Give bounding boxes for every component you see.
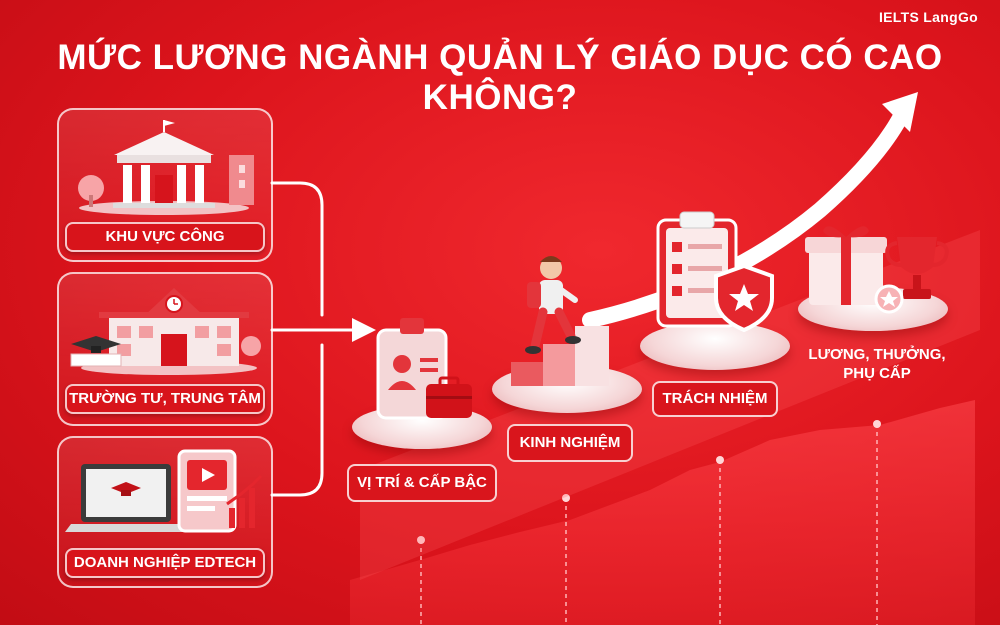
sector-label-edtech: DOANH NGHIỆP EDTECH xyxy=(65,548,265,578)
climbing-person-icon xyxy=(511,256,609,386)
brand-logo: IELTS LangGo xyxy=(878,9,978,25)
arrow-right-icon xyxy=(352,318,376,342)
school-building-icon xyxy=(70,288,261,375)
factor-label-salary-line2: PHỤ CẤP xyxy=(843,365,911,382)
sector-card-edtech: DOANH NGHIỆP EDTECH xyxy=(57,436,273,588)
factor-label-salary: LƯƠNG, THƯỞNG, PHỤ CẤP xyxy=(808,345,946,383)
page-title: MỨC LƯƠNG NGÀNH QUẢN LÝ GIÁO DỤC CÓ CAO … xyxy=(57,38,943,117)
government-building-icon xyxy=(78,120,254,215)
laptop-tablet-icon xyxy=(65,449,263,533)
factor-label-salary-line1: LƯƠNG, THƯỞNG, xyxy=(808,346,946,363)
sector-label-public: KHU VỰC CÔNG xyxy=(65,222,265,252)
id-badge-briefcase-icon xyxy=(376,318,472,420)
clipboard-shield-icon xyxy=(656,211,774,333)
factor-label-position: VỊ TRÍ & CẤP BẬC xyxy=(347,464,497,502)
gift-trophy-icon xyxy=(805,226,949,314)
factor-label-experience: KINH NGHIỆM xyxy=(507,424,633,462)
sector-label-private: TRƯỜNG TƯ, TRUNG TÂM xyxy=(65,384,265,414)
growth-arrow-icon xyxy=(882,92,918,132)
platform-3 xyxy=(640,322,790,370)
sector-card-private: TRƯỜNG TƯ, TRUNG TÂM xyxy=(57,272,273,426)
sector-card-public: KHU VỰC CÔNG xyxy=(57,108,273,262)
factor-label-responsibility: TRÁCH NHIỆM xyxy=(652,381,778,417)
